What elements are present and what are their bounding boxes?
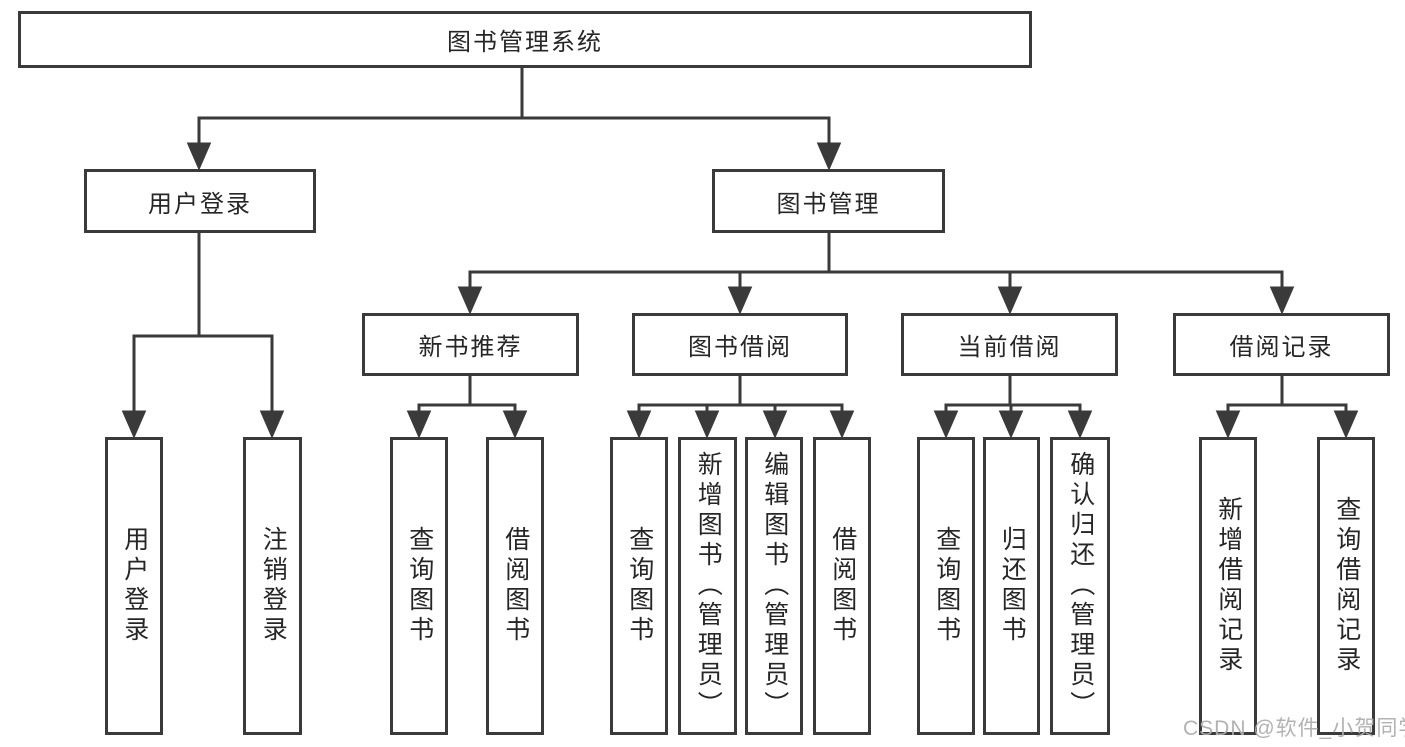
leaf-borrow-book-1: 借阅图书 bbox=[486, 437, 544, 735]
leaf-confirm-return-admin-label: 确认归还（管理员） bbox=[1066, 451, 1095, 721]
leaf-return-book: 归还图书 bbox=[983, 437, 1040, 735]
leaf-query-borrow-record: 查询借阅记录 bbox=[1317, 437, 1375, 735]
leaf-return-book-label: 归还图书 bbox=[998, 526, 1027, 646]
leaf-user-login: 用户登录 bbox=[105, 437, 163, 735]
connector-book-borrow-to-leaves bbox=[626, 376, 855, 439]
leaf-edit-book-admin-label: 编辑图书（管理员） bbox=[760, 451, 789, 721]
node-current-borrow-label: 当前借阅 bbox=[957, 334, 1062, 361]
node-borrow-record-label: 借阅记录 bbox=[1229, 334, 1334, 361]
node-root-system: 图书管理系统 bbox=[18, 11, 1032, 68]
leaf-query-borrow-record-label: 查询借阅记录 bbox=[1332, 496, 1361, 676]
leaf-query-book-2: 查询图书 bbox=[610, 437, 668, 735]
leaf-borrow-book-2: 借阅图书 bbox=[813, 437, 871, 735]
node-book-borrow: 图书借阅 bbox=[632, 313, 848, 376]
leaf-confirm-return-admin: 确认归还（管理员） bbox=[1050, 437, 1110, 735]
node-current-borrow: 当前借阅 bbox=[901, 313, 1118, 376]
leaf-add-borrow-record: 新增借阅记录 bbox=[1199, 437, 1257, 735]
node-new-book-recommend-label: 新书推荐 bbox=[418, 334, 523, 361]
leaf-query-book-3-label: 查询图书 bbox=[932, 526, 961, 646]
leaf-borrow-book-2-label: 借阅图书 bbox=[828, 526, 857, 646]
connector-user-login-to-leaves bbox=[121, 233, 285, 439]
leaf-query-book-1: 查询图书 bbox=[390, 437, 448, 735]
leaf-query-book-2-label: 查询图书 bbox=[625, 526, 654, 646]
node-new-book-recommend: 新书推荐 bbox=[362, 313, 579, 376]
connector-book-management-to-level3 bbox=[457, 233, 1295, 315]
leaf-borrow-book-1-label: 借阅图书 bbox=[501, 526, 530, 646]
leaf-add-book-admin: 新增图书（管理员） bbox=[678, 437, 737, 735]
leaf-edit-book-admin: 编辑图书（管理员） bbox=[745, 437, 803, 735]
csdn-watermark: CSDN @软件_小贺同学 bbox=[1183, 717, 1405, 740]
leaf-user-login-label: 用户登录 bbox=[120, 526, 149, 646]
node-root-system-label: 图书管理系统 bbox=[447, 29, 603, 56]
node-book-borrow-label: 图书借阅 bbox=[688, 334, 792, 361]
node-borrow-record: 借阅记录 bbox=[1173, 313, 1390, 376]
leaf-logout: 注销登录 bbox=[243, 437, 302, 735]
connector-root-to-level2 bbox=[186, 68, 842, 171]
leaf-logout-label: 注销登录 bbox=[259, 526, 288, 646]
node-user-login-label: 用户登录 bbox=[148, 190, 252, 218]
node-user-login: 用户登录 bbox=[84, 169, 316, 233]
connector-current-borrow-to-leaves bbox=[933, 376, 1093, 439]
node-book-management-label: 图书管理 bbox=[776, 190, 881, 218]
leaf-query-book-3: 查询图书 bbox=[917, 437, 975, 735]
leaf-query-book-1-label: 查询图书 bbox=[405, 526, 434, 646]
leaf-add-book-admin-label: 新增图书（管理员） bbox=[694, 451, 723, 721]
leaf-add-borrow-record-label: 新增借阅记录 bbox=[1214, 496, 1243, 676]
connector-borrow-record-to-leaves bbox=[1215, 376, 1359, 439]
node-book-management: 图书管理 bbox=[712, 169, 945, 233]
connector-new-book-to-leaves bbox=[406, 376, 528, 439]
